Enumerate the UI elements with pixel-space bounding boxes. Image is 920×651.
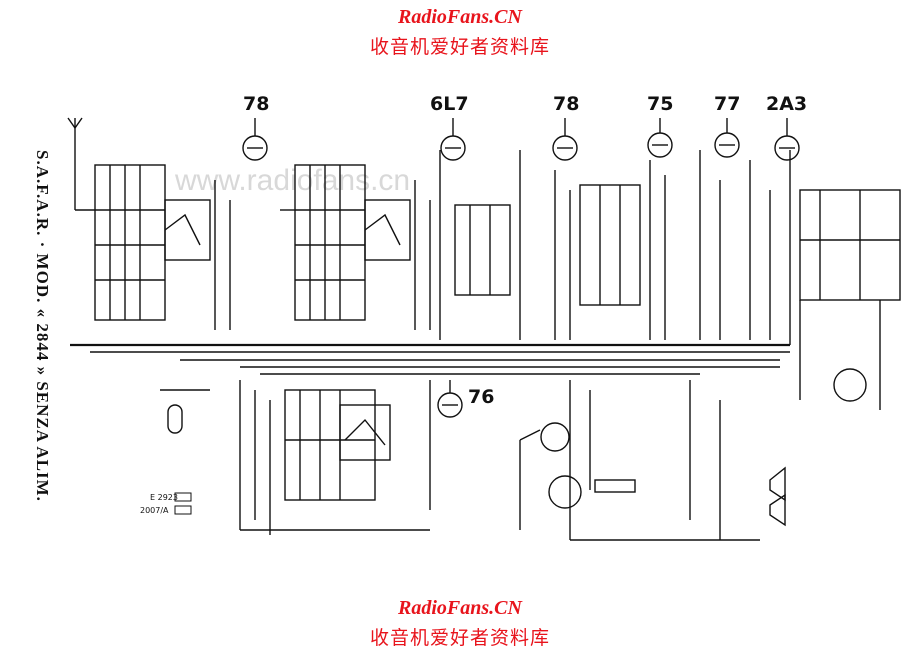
tube-75 — [647, 118, 673, 158]
variable-cap-2 — [364, 213, 401, 246]
tube-label-1: 78 — [243, 93, 269, 115]
side-title-part2: SENZA ALIM. — [33, 381, 52, 502]
legend-line-2: 2007/A — [140, 506, 169, 515]
tube-label-2: 6L7 — [430, 93, 469, 115]
terminal-block — [594, 479, 636, 493]
tube-label-5: 77 — [714, 93, 740, 115]
legend-line-1: E 2923 — [150, 493, 178, 502]
variable-cap-1 — [164, 213, 201, 246]
tube-78-a — [242, 118, 268, 161]
meter-symbol — [833, 368, 867, 402]
watermark-subtitle-top: 收音机爱好者资料库 — [369, 36, 550, 58]
tube-6l7 — [440, 118, 466, 161]
side-title-model: « 2844 » — [33, 308, 52, 377]
legend-box-1 — [174, 492, 192, 502]
speaker-1 — [769, 466, 786, 502]
tube-77 — [714, 118, 740, 158]
legend-box-2 — [174, 505, 192, 515]
tube-label-3: 78 — [553, 93, 579, 115]
variable-cap-3 — [344, 418, 386, 446]
osc-box — [284, 389, 376, 501]
socket-2 — [548, 475, 582, 509]
antenna-symbol — [67, 117, 83, 130]
tube-label-4: 75 — [647, 93, 673, 115]
tube-76 — [437, 380, 463, 418]
schematic-side-title: S.A.F.A.R. · MOD. « 2844 » SENZA ALIM. — [22, 150, 52, 510]
tube-label-6: 2A3 — [766, 93, 807, 115]
socket-1 — [540, 422, 570, 452]
center-watermark: www.radiofans.cn — [174, 164, 410, 197]
watermark-title-top: RadioFans.CN — [398, 6, 522, 28]
speaker-2 — [769, 493, 786, 527]
watermark-title-bottom: RadioFans.CN — [398, 597, 522, 619]
if-transformer-1 — [454, 204, 511, 296]
if-transformer-2 — [579, 184, 641, 306]
tube-2a3 — [774, 118, 800, 161]
rf1-box — [94, 164, 166, 321]
output-section — [799, 189, 901, 301]
tube-78-b — [552, 118, 578, 161]
watermark-subtitle-bottom: 收音机爱好者资料库 — [369, 627, 550, 649]
side-title-part1: S.A.F.A.R. · MOD. — [33, 150, 52, 304]
tube-label-7: 76 — [468, 386, 494, 408]
tube-rectifier-small — [167, 404, 183, 434]
